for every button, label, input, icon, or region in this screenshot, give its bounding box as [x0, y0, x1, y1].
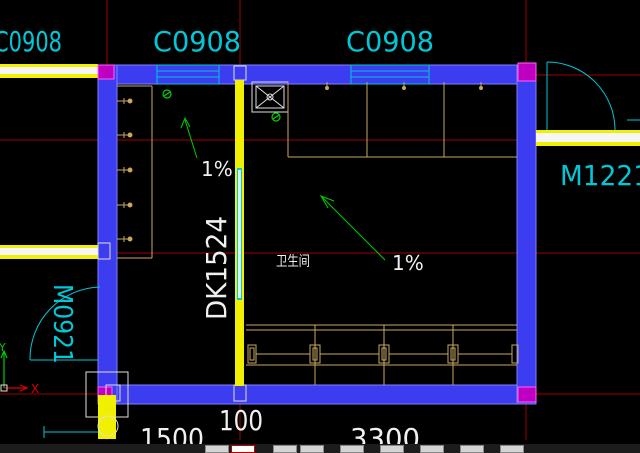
- layout-tab-6[interactable]: [380, 445, 404, 453]
- floor-drain-left: [162, 89, 172, 99]
- ucs-x-axis: [4, 384, 29, 392]
- wall-left-mid-inner: [0, 248, 98, 255]
- ucs-icon: [0, 349, 8, 388]
- layout-tab-2[interactable]: [231, 445, 255, 453]
- mop-sink: [251, 81, 289, 113]
- label-window-top-left: C0908: [0, 25, 62, 58]
- wall-bottom: [97, 384, 536, 405]
- label-window-top-1: C0908: [153, 25, 241, 58]
- label-dim-2: 100: [219, 404, 263, 437]
- layout-tab-1[interactable]: [205, 445, 229, 453]
- label-room-name: 卫生间: [276, 254, 310, 270]
- wall-right-door-inner: [536, 133, 640, 142]
- label-slope-2: 1%: [392, 251, 424, 275]
- label-slope-1: 1%: [201, 157, 233, 181]
- top-stalls: [287, 82, 517, 158]
- washbasin-rack: [117, 85, 153, 259]
- slope-arrow-2: [319, 195, 386, 261]
- layout-tab-8[interactable]: [460, 445, 484, 453]
- column-tl: [97, 64, 115, 80]
- wall-right: [516, 64, 537, 405]
- column-br: [517, 386, 537, 403]
- label-opening-vertical: DK1524: [200, 216, 233, 320]
- column-tr: [517, 62, 537, 82]
- layout-tab-9[interactable]: [500, 445, 524, 453]
- bottom-stalls: [246, 324, 519, 385]
- window-top-2: [350, 64, 430, 85]
- layout-tab-bar: [0, 444, 640, 453]
- slope-arrow-1: [180, 116, 198, 159]
- label-door-left: M0921: [47, 284, 77, 364]
- wall-left: [97, 64, 118, 405]
- layout-tab-5[interactable]: [340, 445, 364, 453]
- layout-tab-4[interactable]: [300, 445, 324, 453]
- floor-drain-right: [271, 112, 281, 122]
- faucets: [117, 98, 133, 242]
- door-swing-right: [546, 61, 640, 131]
- columns: [97, 62, 537, 403]
- partition-opening-core: [238, 170, 241, 298]
- label-ucs-x: X: [31, 382, 39, 396]
- wall-left-top-inner: [0, 67, 98, 74]
- window-top-1: [156, 64, 220, 85]
- wall-top: [97, 64, 536, 85]
- label-window-top-2: C0908: [346, 25, 434, 58]
- label-door-right: M1221: [560, 159, 640, 192]
- bottom-left-details: [85, 371, 129, 439]
- layout-tab-7[interactable]: [420, 445, 444, 453]
- ucs-origin: [0, 384, 8, 392]
- layout-tab-3[interactable]: [273, 445, 297, 453]
- door-swing-left: [29, 286, 101, 438]
- label-ucs-y: Y: [0, 341, 6, 354]
